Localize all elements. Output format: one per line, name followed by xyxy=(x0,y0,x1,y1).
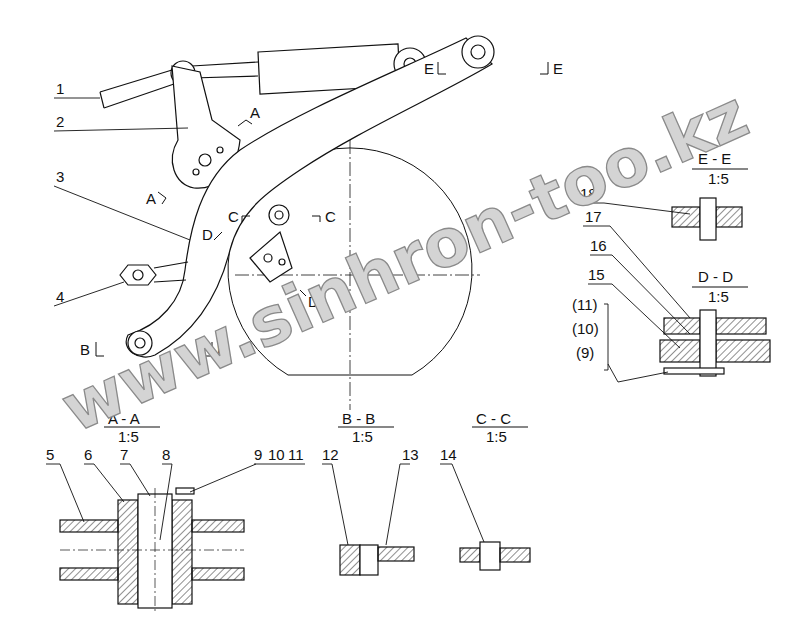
callout-number: 1 xyxy=(56,80,64,97)
callout-number: 2 xyxy=(56,113,64,130)
scale-label: 1:5 xyxy=(486,428,507,445)
callout-number: 16 xyxy=(590,237,607,254)
callout-number: (10) xyxy=(572,320,599,337)
callout-number: 6 xyxy=(84,446,92,463)
section-letter: A xyxy=(146,190,156,207)
section-title: B - B xyxy=(342,410,375,427)
section-letter: C xyxy=(228,208,239,225)
callout-number: 5 xyxy=(46,446,54,463)
callout-number: 15 xyxy=(588,266,605,283)
section-letter: E xyxy=(553,60,563,77)
scale-label: 1:5 xyxy=(708,288,729,305)
section-title: C - C xyxy=(476,410,511,427)
callout-number: 11 xyxy=(288,446,304,463)
callout-number: 8 xyxy=(162,446,170,463)
section-letter: E xyxy=(424,60,434,77)
callout-number: 10 xyxy=(268,446,285,463)
callout-number: 14 xyxy=(440,446,457,463)
callout-number: 13 xyxy=(402,446,419,463)
section-letter: D xyxy=(202,226,213,243)
callout-number: 12 xyxy=(322,446,339,463)
callout-number: (11) xyxy=(572,296,598,313)
scale-label: 1:5 xyxy=(352,428,373,445)
callout-number: 9 xyxy=(254,446,262,463)
scale-label: 1:5 xyxy=(708,170,729,187)
section-title: D - D xyxy=(698,268,733,285)
callout-number: (9) xyxy=(576,344,594,361)
watermark: www.sinhron-too.kz xyxy=(52,79,758,445)
callout-number: 3 xyxy=(56,168,64,185)
section-letter: B xyxy=(80,341,90,358)
callout-number: 4 xyxy=(56,288,64,305)
callout-number: 7 xyxy=(120,446,128,463)
scale-label: 1:5 xyxy=(118,428,139,445)
section-letter: C xyxy=(325,208,336,225)
section-letter: A xyxy=(250,104,260,121)
